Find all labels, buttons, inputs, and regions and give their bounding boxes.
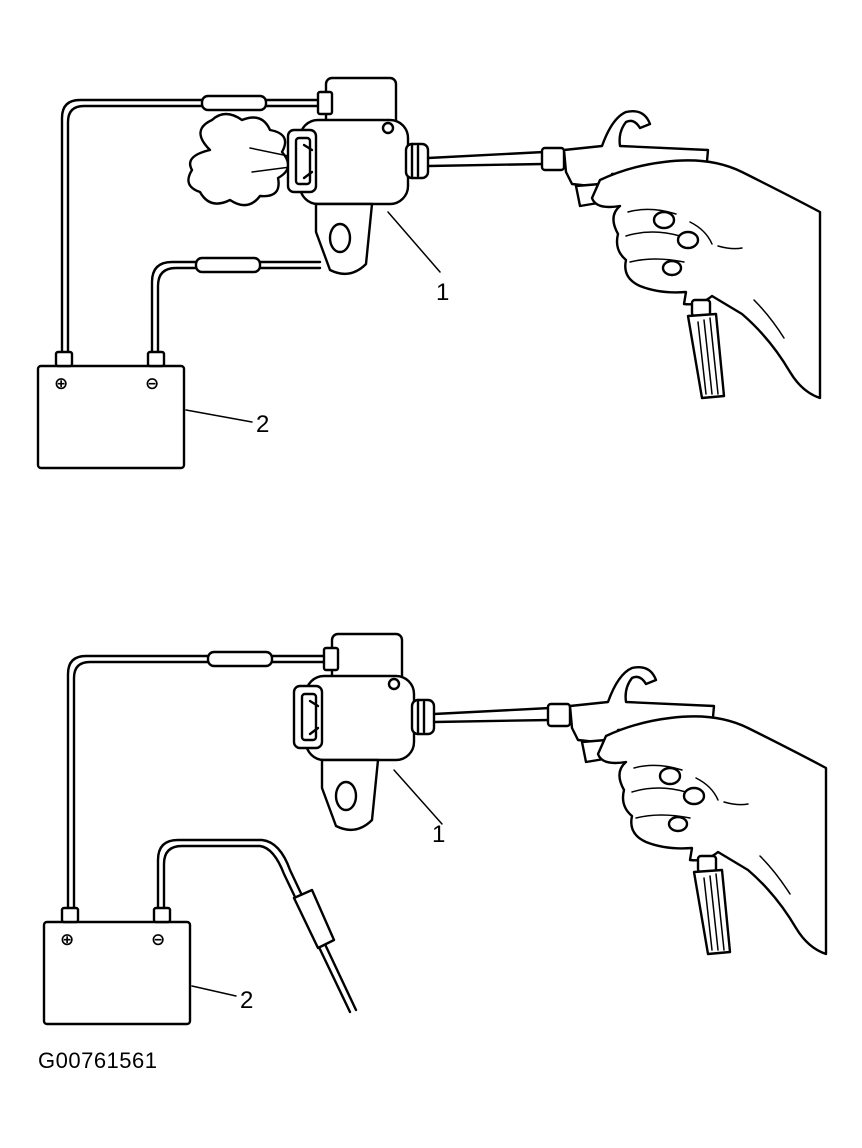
- battery: ⊕ ⊖: [42, 906, 192, 1026]
- negative-wire: [150, 256, 322, 357]
- callout-1: 1: [436, 279, 449, 306]
- wire-connector: [194, 256, 262, 274]
- leader-line-1: [387, 211, 441, 273]
- positive-wire: [60, 94, 334, 357]
- air-hose: [432, 702, 572, 728]
- panel-top: ⊕ ⊖ 1 2: [36, 76, 822, 470]
- figure-id: G00761561: [38, 1048, 158, 1073]
- supply-hose: [692, 854, 732, 956]
- battery-negative-label: ⊖: [151, 930, 165, 950]
- air-hose: [426, 146, 566, 172]
- callout-2: 2: [240, 987, 253, 1014]
- battery-positive-label: ⊕: [60, 930, 74, 950]
- wire-connector: [200, 94, 268, 112]
- wire-connector: [206, 650, 274, 668]
- air-puff-cloud: [187, 112, 299, 207]
- battery: ⊕ ⊖: [36, 350, 186, 470]
- callout-2: 2: [256, 411, 269, 438]
- panel-bottom: ⊕ ⊖ 1 2: [42, 632, 828, 1026]
- leader-line-1: [393, 769, 443, 825]
- leader-line-2: [191, 985, 237, 997]
- hand: [590, 159, 822, 400]
- negative-wire-disconnected: [156, 838, 358, 1014]
- solenoid-valve: [292, 632, 436, 832]
- solenoid-valve: [286, 76, 430, 276]
- supply-hose: [686, 298, 726, 400]
- battery-negative-label: ⊖: [145, 374, 159, 394]
- hand: [596, 715, 828, 956]
- callout-1: 1: [432, 821, 445, 848]
- leader-line-2: [185, 409, 253, 423]
- battery-positive-label: ⊕: [54, 374, 68, 394]
- positive-wire: [66, 650, 338, 914]
